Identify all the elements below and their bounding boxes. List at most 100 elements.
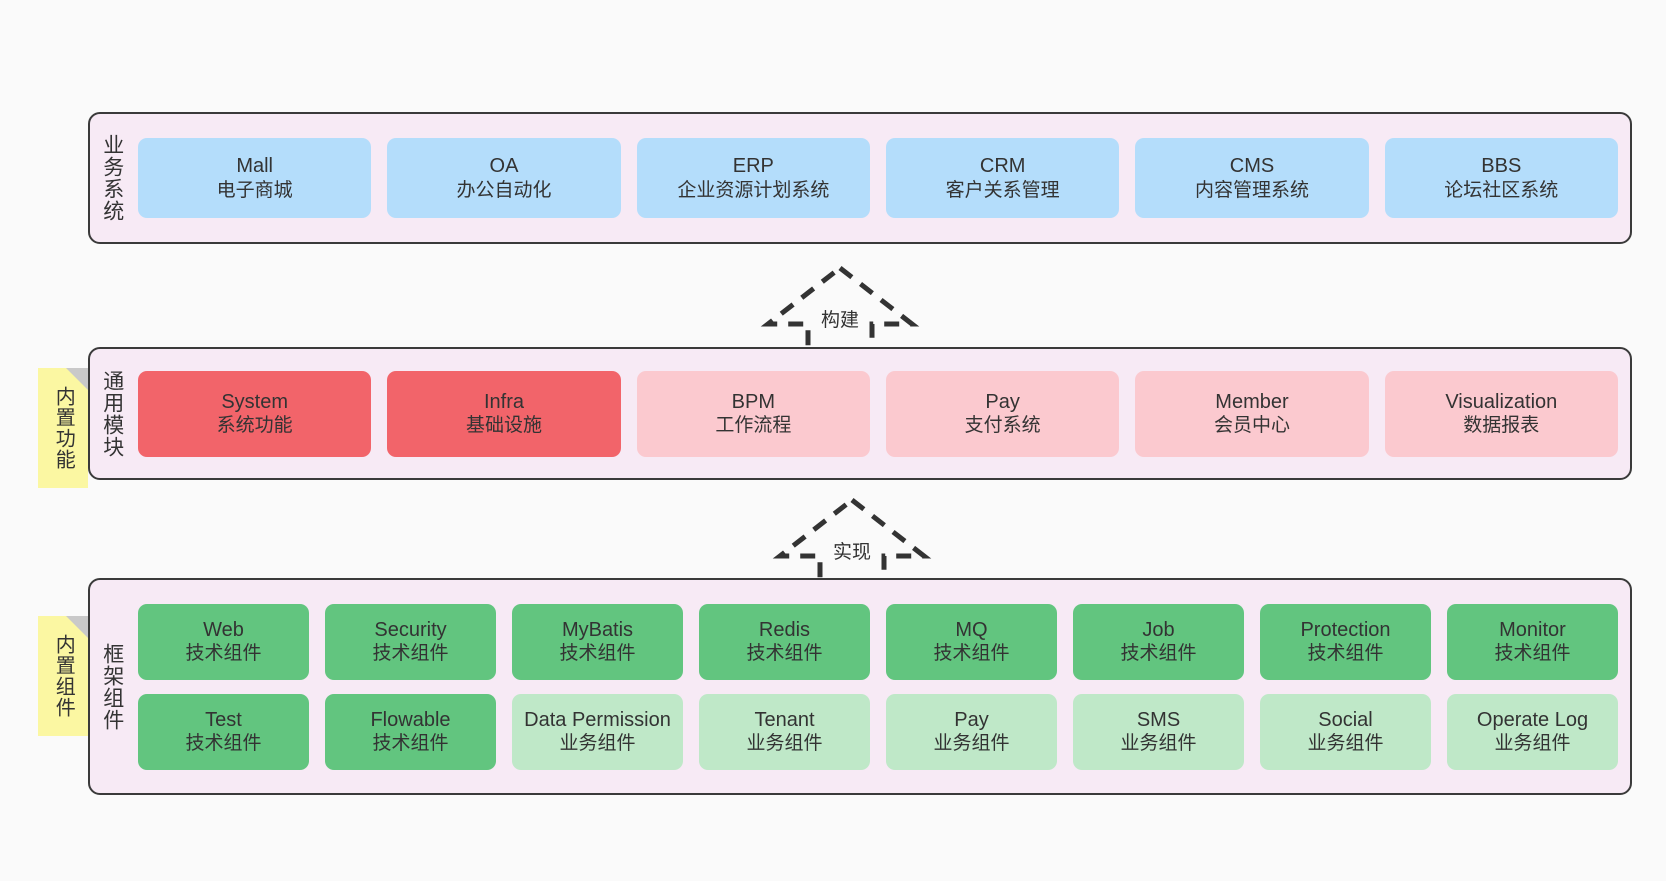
layer-business-system-title: 业务系统 bbox=[100, 134, 124, 222]
card-title-en: System bbox=[221, 390, 288, 413]
card-title-en: Data Permission bbox=[524, 708, 671, 731]
card-title-en: Protection bbox=[1300, 618, 1391, 641]
card-title-en: Operate Log bbox=[1476, 708, 1589, 731]
card-data-permission[interactable]: Data Permission 业务组件 bbox=[512, 693, 683, 770]
card-title-cn: 技术组件 bbox=[559, 643, 636, 665]
card-security[interactable]: Security 技术组件 bbox=[325, 603, 496, 680]
card-title-cn: 技术组件 bbox=[185, 643, 262, 665]
card-test[interactable]: Test 技术组件 bbox=[138, 693, 309, 770]
card-title-cn: 技术组件 bbox=[1120, 643, 1197, 665]
card-title-cn: 技术组件 bbox=[746, 643, 823, 665]
card-pay-component[interactable]: Pay 业务组件 bbox=[886, 693, 1057, 770]
card-title-en: Infra bbox=[483, 390, 524, 413]
card-title-cn: 业务组件 bbox=[1120, 733, 1197, 755]
card-monitor[interactable]: Monitor 技术组件 bbox=[1447, 603, 1618, 680]
card-title-en: Tenant bbox=[754, 708, 815, 731]
card-operate-log[interactable]: Operate Log 业务组件 bbox=[1447, 693, 1618, 770]
card-title-en: Job bbox=[1142, 618, 1175, 641]
card-title-cn: 基础设施 bbox=[465, 415, 542, 437]
connector-implement: 实现 bbox=[772, 494, 932, 590]
card-title-en: Visualization bbox=[1445, 390, 1558, 413]
card-title-en: Pay bbox=[954, 708, 989, 731]
card-sms[interactable]: SMS 业务组件 bbox=[1073, 693, 1244, 770]
sticky-note-builtin-features: 内置功能 bbox=[38, 368, 88, 488]
card-row: Mall 电子商城 OA 办公自动化 ERP 企业资源计划系统 CRM 客户关系… bbox=[138, 138, 1618, 218]
card-title-en: Redis bbox=[758, 618, 811, 641]
card-title-cn: 业务组件 bbox=[1307, 733, 1384, 755]
card-flowable[interactable]: Flowable 技术组件 bbox=[325, 693, 496, 770]
card-title-cn: 数据报表 bbox=[1463, 415, 1540, 437]
card-erp[interactable]: ERP 企业资源计划系统 bbox=[636, 138, 870, 218]
card-title-cn: 技术组件 bbox=[1307, 643, 1384, 665]
layer-business-system: 业务系统 Mall 电子商城 OA 办公自动化 ERP 企业资源计划系统 CRM… bbox=[88, 112, 1632, 244]
card-title-en: CRM bbox=[979, 155, 1026, 178]
card-title-en: ERP bbox=[732, 155, 774, 178]
card-cms[interactable]: CMS 内容管理系统 bbox=[1135, 138, 1369, 218]
sticky-note-label: 内置功能 bbox=[52, 386, 75, 470]
card-title-cn: 业务组件 bbox=[746, 733, 823, 755]
card-title-en: OA bbox=[489, 155, 519, 178]
card-redis[interactable]: Redis 技术组件 bbox=[699, 603, 870, 680]
layer-framework-component-body: Web 技术组件 Security 技术组件 MyBatis 技术组件 Redi… bbox=[134, 580, 1630, 793]
card-job[interactable]: Job 技术组件 bbox=[1073, 603, 1244, 680]
card-title-en: Web bbox=[203, 618, 244, 641]
card-crm[interactable]: CRM 客户关系管理 bbox=[885, 138, 1120, 218]
card-title-cn: 工作流程 bbox=[715, 415, 792, 437]
card-system[interactable]: System 系统功能 bbox=[138, 370, 372, 457]
layer-framework-component: 框架组件 Web 技术组件 Security 技术组件 MyBatis 技术组件… bbox=[88, 578, 1632, 795]
card-bpm[interactable]: BPM 工作流程 bbox=[636, 370, 870, 457]
note-fold-corner-icon bbox=[66, 616, 88, 638]
card-title-cn: 技术组件 bbox=[372, 643, 449, 665]
card-mall[interactable]: Mall 电子商城 bbox=[138, 138, 372, 218]
card-title-en: BPM bbox=[731, 390, 775, 413]
card-visualization[interactable]: Visualization 数据报表 bbox=[1384, 370, 1618, 457]
card-title-cn: 内容管理系统 bbox=[1194, 179, 1309, 201]
card-title-en: Member bbox=[1215, 390, 1289, 413]
card-member[interactable]: Member 会员中心 bbox=[1135, 370, 1369, 457]
card-title-cn: 技术组件 bbox=[1494, 643, 1571, 665]
card-title-cn: 论坛社区系统 bbox=[1444, 179, 1559, 201]
layer-common-module-body: System 系统功能 Infra 基础设施 BPM 工作流程 Pay 支付系统… bbox=[134, 349, 1630, 478]
card-mybatis[interactable]: MyBatis 技术组件 bbox=[512, 603, 683, 680]
note-fold-corner-icon bbox=[66, 368, 88, 390]
card-title-cn: 系统功能 bbox=[216, 415, 293, 437]
card-pay-module[interactable]: Pay 支付系统 bbox=[885, 370, 1120, 457]
card-protection[interactable]: Protection 技术组件 bbox=[1260, 603, 1431, 680]
card-bbs[interactable]: BBS 论坛社区系统 bbox=[1384, 138, 1618, 218]
card-title-en: Test bbox=[205, 708, 242, 731]
card-title-cn: 业务组件 bbox=[559, 733, 636, 755]
connector-build: 构建 bbox=[760, 262, 920, 358]
card-title-en: MyBatis bbox=[561, 618, 634, 641]
card-title-cn: 技术组件 bbox=[933, 643, 1010, 665]
card-row-tech: Web 技术组件 Security 技术组件 MyBatis 技术组件 Redi… bbox=[138, 603, 1618, 680]
card-oa[interactable]: OA 办公自动化 bbox=[387, 138, 621, 218]
connector-implement-label: 实现 bbox=[832, 542, 871, 563]
card-title-cn: 技术组件 bbox=[185, 733, 262, 755]
card-title-cn: 办公自动化 bbox=[456, 179, 552, 201]
card-title-en: Flowable bbox=[370, 708, 451, 731]
layer-framework-component-title: 框架组件 bbox=[100, 642, 124, 731]
card-title-en: Social bbox=[1318, 708, 1373, 731]
card-title-cn: 支付系统 bbox=[964, 415, 1041, 437]
card-title-cn: 电子商城 bbox=[216, 179, 293, 201]
card-infra[interactable]: Infra 基础设施 bbox=[387, 370, 621, 457]
card-social[interactable]: Social 业务组件 bbox=[1260, 693, 1431, 770]
card-title-cn: 会员中心 bbox=[1213, 415, 1290, 437]
layer-common-module: 通用模块 System 系统功能 Infra 基础设施 BPM 工作流程 Pay… bbox=[88, 347, 1632, 480]
card-mq[interactable]: MQ 技术组件 bbox=[886, 603, 1057, 680]
sticky-note-builtin-components: 内置组件 bbox=[38, 616, 88, 736]
card-title-en: MQ bbox=[955, 618, 988, 641]
card-row: System 系统功能 Infra 基础设施 BPM 工作流程 Pay 支付系统… bbox=[138, 370, 1618, 457]
card-tenant[interactable]: Tenant 业务组件 bbox=[699, 693, 870, 770]
card-title-en: Pay bbox=[985, 390, 1020, 413]
card-title-en: BBS bbox=[1481, 155, 1522, 178]
layer-business-system-body: Mall 电子商城 OA 办公自动化 ERP 企业资源计划系统 CRM 客户关系… bbox=[134, 114, 1630, 242]
card-web[interactable]: Web 技术组件 bbox=[138, 603, 309, 680]
sticky-note-label: 内置组件 bbox=[52, 634, 75, 718]
card-row-business: Test 技术组件 Flowable 技术组件 Data Permission … bbox=[138, 693, 1618, 770]
card-title-en: Security bbox=[374, 618, 447, 641]
card-title-en: SMS bbox=[1136, 708, 1181, 731]
card-title-en: CMS bbox=[1229, 155, 1275, 178]
card-title-cn: 客户关系管理 bbox=[945, 179, 1060, 201]
